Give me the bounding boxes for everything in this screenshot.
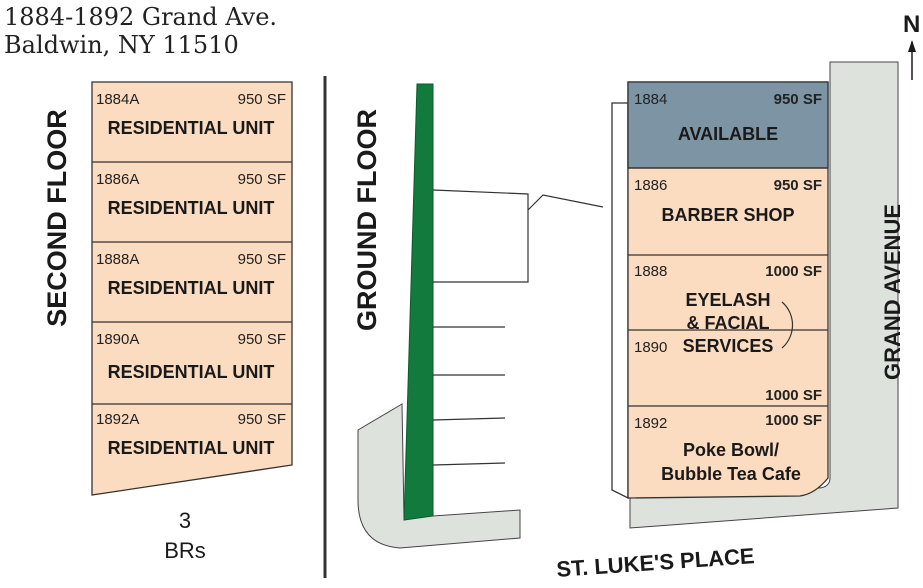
- unit-number: 1892A: [96, 411, 139, 428]
- second-floor-outline: [91, 81, 293, 496]
- address-line-1: 1884-1892 Grand Ave.: [4, 3, 277, 31]
- unit-label: AVAILABLE: [678, 124, 778, 144]
- combined-unit-bracket: [781, 301, 794, 349]
- unit-number: 1888: [634, 263, 667, 280]
- unit-number: 1886A: [96, 171, 139, 188]
- unit-label-line: Bubble Tea Cafe: [661, 464, 801, 484]
- ground-floor-label: GROUND FLOOR: [352, 109, 382, 331]
- unit-number: 1884: [634, 91, 667, 108]
- st-lukes-place-label: ST. LUKE'S PLACE: [556, 543, 756, 582]
- second-floor-label: SECOND FLOOR: [42, 109, 72, 327]
- second-floor-plan: 1884A 950 SF RESIDENTIAL UNIT 1886A 950 …: [91, 81, 293, 496]
- unit-label: RESIDENTIAL UNIT: [108, 198, 275, 218]
- grand-avenue-label: GRAND AVENUE: [880, 204, 905, 380]
- parking-strip: [403, 83, 434, 521]
- unit-number: 1886: [634, 177, 667, 194]
- unit-label: RESIDENTIAL UNIT: [108, 438, 275, 458]
- unit-area: 950 SF: [238, 251, 286, 268]
- second-floor-unit: 1884A 950 SF RESIDENTIAL UNIT: [96, 91, 286, 138]
- ground-floor-outline: [627, 81, 829, 499]
- second-floor-unit: 1892A 950 SF RESIDENTIAL UNIT: [96, 411, 286, 458]
- unit-label: RESIDENTIAL UNIT: [108, 118, 275, 138]
- bedrooms-label: BRs: [164, 538, 206, 563]
- st-lukes-place-street: [357, 403, 521, 549]
- ground-floor-unit: 1890 1000 SF: [634, 339, 822, 404]
- ground-floor-unit: 1888 1000 SF EYELASH & FACIAL SERVICES: [634, 263, 822, 356]
- second-floor-unit: 1886A 950 SF RESIDENTIAL UNIT: [96, 171, 286, 218]
- unit-label-line: & FACIAL: [687, 313, 770, 333]
- available-unit-fill: [627, 81, 829, 169]
- unit-area: 950 SF: [238, 91, 286, 108]
- unit-number: 1890: [634, 339, 667, 356]
- ground-floor-unit: 1884 950 SF AVAILABLE: [634, 91, 822, 144]
- unit-area: 1000 SF: [765, 263, 822, 280]
- bedrooms-count: 3: [179, 508, 191, 533]
- ground-floor-unit: 1886 950 SF BARBER SHOP: [634, 177, 822, 225]
- unit-area: 1000 SF: [765, 412, 822, 429]
- unit-area: 950 SF: [238, 411, 286, 428]
- unit-area: 950 SF: [238, 331, 286, 348]
- ground-floor-building-outline: [611, 102, 629, 500]
- unit-label: RESIDENTIAL UNIT: [108, 278, 275, 298]
- unit-number: 1888A: [96, 251, 139, 268]
- unit-number: 1892: [634, 415, 667, 432]
- ground-floor-plan: 1884 950 SF AVAILABLE 1886 950 SF BARBER…: [627, 81, 829, 499]
- ground-floor-unit: 1892 1000 SF Poke Bowl/ Bubble Tea Cafe: [634, 412, 822, 484]
- grand-avenue-street: [629, 61, 899, 529]
- unit-label-line: SERVICES: [683, 336, 774, 356]
- second-floor-unit: 1890A 950 SF RESIDENTIAL UNIT: [96, 331, 286, 382]
- unit-number: 1884A: [96, 91, 139, 108]
- unit-label: RESIDENTIAL UNIT: [108, 362, 275, 382]
- second-floor-unit: 1888A 950 SF RESIDENTIAL UNIT: [96, 251, 286, 298]
- unit-label-line: Poke Bowl/: [683, 440, 779, 460]
- parking-stall-lines: [432, 189, 604, 466]
- unit-label: BARBER SHOP: [661, 205, 794, 225]
- unit-area: 950 SF: [238, 171, 286, 188]
- north-label: N: [903, 11, 920, 38]
- unit-area: 950 SF: [774, 177, 822, 194]
- unit-label-line: EYELASH: [685, 290, 770, 310]
- unit-number: 1890A: [96, 331, 139, 348]
- address-line-2: Baldwin, NY 11510: [4, 31, 239, 59]
- north-arrow-icon: N: [903, 11, 920, 80]
- unit-area: 1000 SF: [765, 387, 822, 404]
- unit-area: 950 SF: [774, 91, 822, 108]
